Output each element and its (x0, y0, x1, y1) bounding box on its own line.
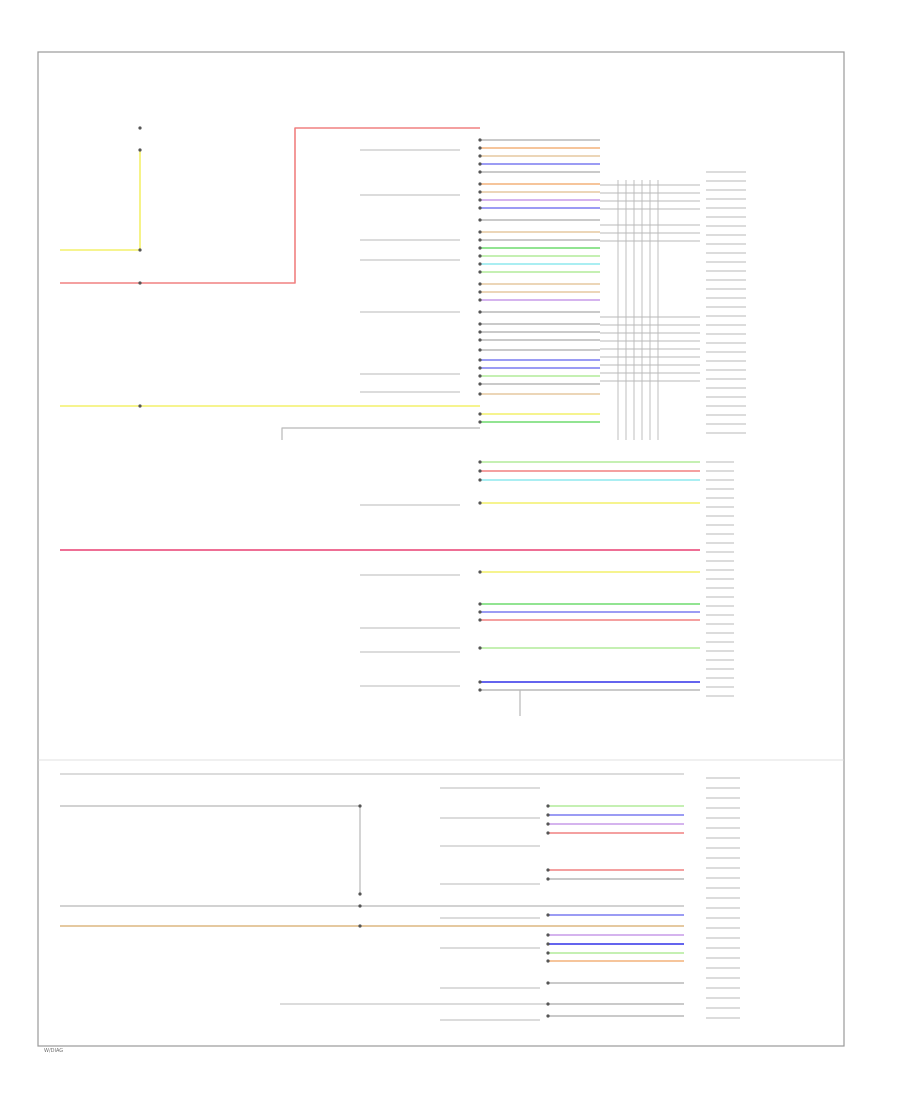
splice-dot (478, 162, 482, 166)
splice-dot (478, 646, 482, 650)
wire-57 (281, 427, 480, 440)
splice-dot (478, 374, 482, 378)
splice-dot (478, 270, 482, 274)
splice-dot (478, 460, 482, 464)
splice-dot (478, 688, 482, 692)
splice-dot (478, 618, 482, 622)
splice-dot (546, 913, 550, 917)
splice-dot (546, 942, 550, 946)
wire-1 (60, 127, 480, 284)
splice-dot (358, 904, 362, 908)
splice-dot (478, 366, 482, 370)
splice-dot (478, 392, 482, 396)
splice-dot (478, 282, 482, 286)
splice-dot (478, 322, 482, 326)
splice-dot (138, 126, 142, 130)
splice-dot (478, 170, 482, 174)
splice-dot (478, 298, 482, 302)
splice-dot (478, 610, 482, 614)
splice-dot (546, 959, 550, 963)
splice-dot (478, 206, 482, 210)
splice-dot (478, 420, 482, 424)
splice-dot (478, 230, 482, 234)
wire-layer (60, 127, 700, 1017)
splice-dot (546, 951, 550, 955)
splice-dot (478, 501, 482, 505)
splice-dot (546, 822, 550, 826)
splice-dot (478, 382, 482, 386)
wire-71 (60, 805, 361, 894)
splice-dot (478, 146, 482, 150)
splice-dot (138, 148, 142, 152)
marker-layer (138, 126, 746, 1021)
splice-dot (478, 254, 482, 258)
splice-dot (546, 1014, 550, 1018)
splice-dot (478, 154, 482, 158)
diagram-border (37, 51, 845, 1047)
splice-dot (478, 290, 482, 294)
page-footer: W/DIAG (44, 1048, 63, 1054)
splice-dot (478, 570, 482, 574)
splice-dot (478, 469, 482, 473)
splice-dot (478, 358, 482, 362)
splice-dot (358, 892, 362, 896)
splice-dot (138, 248, 142, 252)
splice-dot (546, 877, 550, 881)
splice-dot (478, 412, 482, 416)
splice-dot (138, 281, 142, 285)
splice-dot (546, 804, 550, 808)
splice-dot (478, 262, 482, 266)
splice-dot (546, 933, 550, 937)
splice-dot (546, 831, 550, 835)
splice-dot (478, 138, 482, 142)
splice-dot (478, 238, 482, 242)
splice-dot (358, 924, 362, 928)
splice-dot (478, 348, 482, 352)
splice-dot (478, 602, 482, 606)
splice-dot (478, 478, 482, 482)
splice-dot (138, 404, 142, 408)
splice-dot (546, 1002, 550, 1006)
splice-dot (478, 218, 482, 222)
splice-dot (478, 310, 482, 314)
splice-dot (358, 804, 362, 808)
splice-dot (546, 813, 550, 817)
splice-dot (478, 680, 482, 684)
wire-0 (60, 150, 141, 251)
splice-dot (478, 190, 482, 194)
splice-dot (546, 981, 550, 985)
splice-dot (478, 338, 482, 342)
splice-dot (546, 868, 550, 872)
splice-dot (478, 182, 482, 186)
splice-dot (478, 198, 482, 202)
splice-dot (478, 330, 482, 334)
splice-dot (478, 246, 482, 250)
